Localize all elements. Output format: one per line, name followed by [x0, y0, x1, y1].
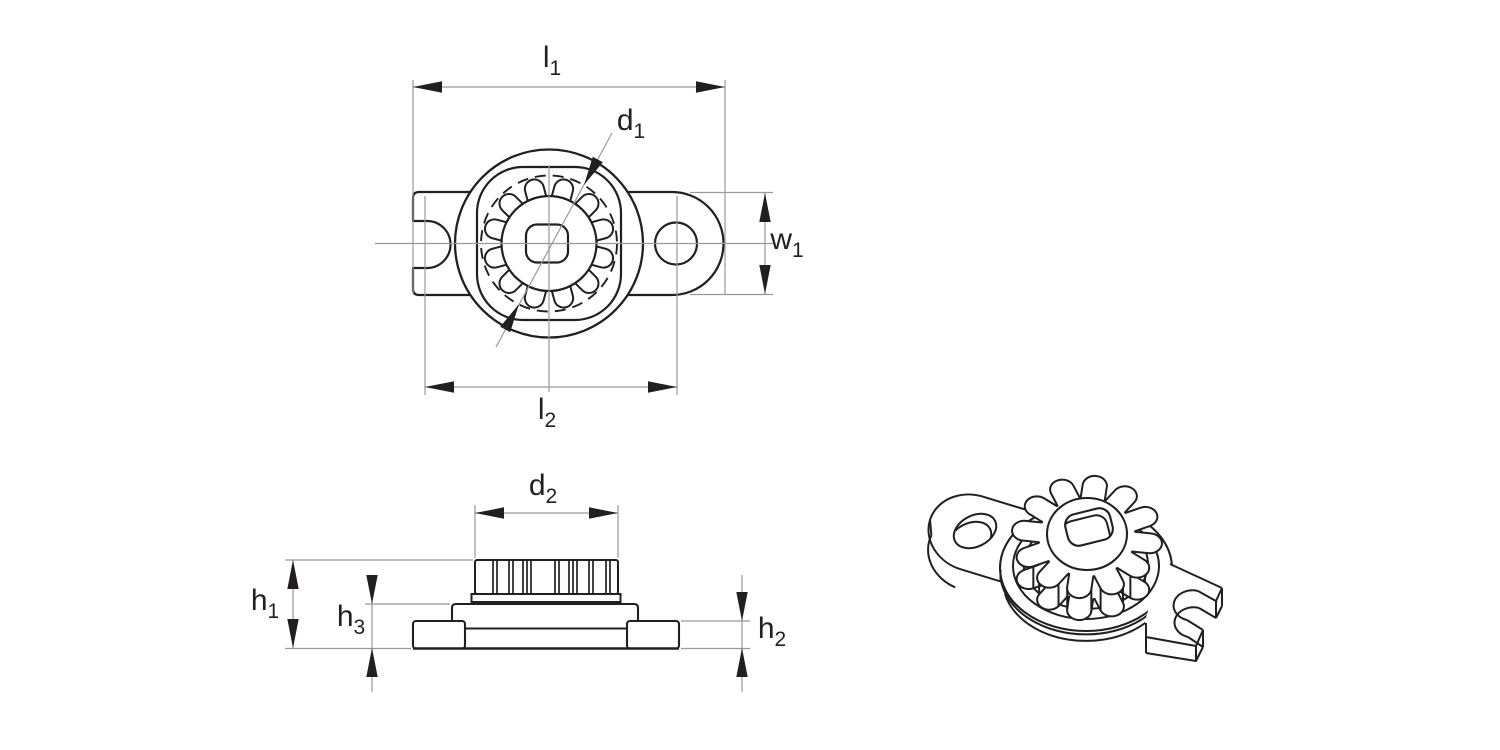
dimension-arrow: [287, 619, 299, 648]
iso-lobe-thickness: [927, 534, 956, 589]
dimension-arrow: [584, 156, 603, 185]
dimension-arrow: [425, 381, 454, 393]
dimension-arrow: [648, 381, 677, 393]
iso-notch-tab-edge: [1169, 563, 1223, 589]
iso-notch-tab-edge: [1145, 646, 1204, 662]
dimension-arrow: [736, 592, 748, 621]
iso-lobe-edge: [929, 519, 933, 536]
base-right-tab: [625, 619, 681, 650]
dimension-label-d2: d2: [528, 469, 558, 508]
dimension-arrow: [589, 507, 618, 519]
side-view: [411, 559, 681, 650]
iso-notch-tab-edge: [1173, 606, 1200, 638]
dimension-arrow: [759, 193, 771, 222]
base-left-tab: [411, 619, 467, 650]
housing-profile: [450, 602, 640, 621]
dimension-arrow: [413, 81, 442, 93]
iso-gear: [1004, 470, 1169, 622]
dimension-arrow: [475, 507, 504, 519]
knurl-lines: [492, 561, 611, 593]
iso-notch-tab-edge: [1187, 636, 1204, 648]
iso-notch-tab-edge: [1186, 619, 1204, 631]
iso-tooth-bottom-edge: [1015, 564, 1050, 590]
iso-notch-tab: [1145, 563, 1224, 663]
gear-base-band: [470, 593, 622, 603]
iso-notch-tab-edge: [1172, 589, 1199, 621]
isometric-view: [927, 470, 1224, 663]
dimension-annotations: [285, 80, 775, 692]
dimension-arrow: [366, 575, 378, 604]
iso-notch-tab-edge: [1215, 605, 1223, 619]
iso-hub-hole: [1064, 507, 1114, 547]
dimension-arrow: [736, 648, 748, 677]
dimension-label-l1: l1: [542, 41, 562, 80]
dimension-label-d1: d1: [616, 104, 646, 143]
iso-notch-tab-mask: [1145, 563, 1224, 663]
dimension-label-h2: h2: [757, 612, 787, 651]
iso-notch-tab-edge: [1197, 590, 1217, 602]
iso-notch-tab-edge: [1198, 607, 1217, 619]
iso-lobe-hole: [952, 512, 998, 550]
dimension-arrow: [287, 560, 299, 589]
dimension-arrow: [759, 265, 771, 294]
dimension-arrow: [500, 304, 519, 333]
iso-tooth-bottom-edge: [1065, 593, 1097, 621]
iso-tooth-bottom-edge: [1093, 590, 1125, 618]
iso-tooth-bottom-edge: [1115, 573, 1151, 602]
dimension-label-h1: h1: [250, 584, 280, 623]
dimension-label-w1: w1: [770, 223, 804, 262]
dimension-arrow: [696, 81, 725, 93]
dimension-label-h3: h3: [336, 600, 366, 639]
iso-tooth-bottom-edge: [1035, 582, 1071, 611]
dimension-arrow: [366, 648, 378, 677]
dimension-label-l2: l2: [537, 393, 557, 432]
iso-tooth-bottom: [1067, 595, 1094, 621]
iso-notch-tab-edge: [1145, 636, 1197, 647]
